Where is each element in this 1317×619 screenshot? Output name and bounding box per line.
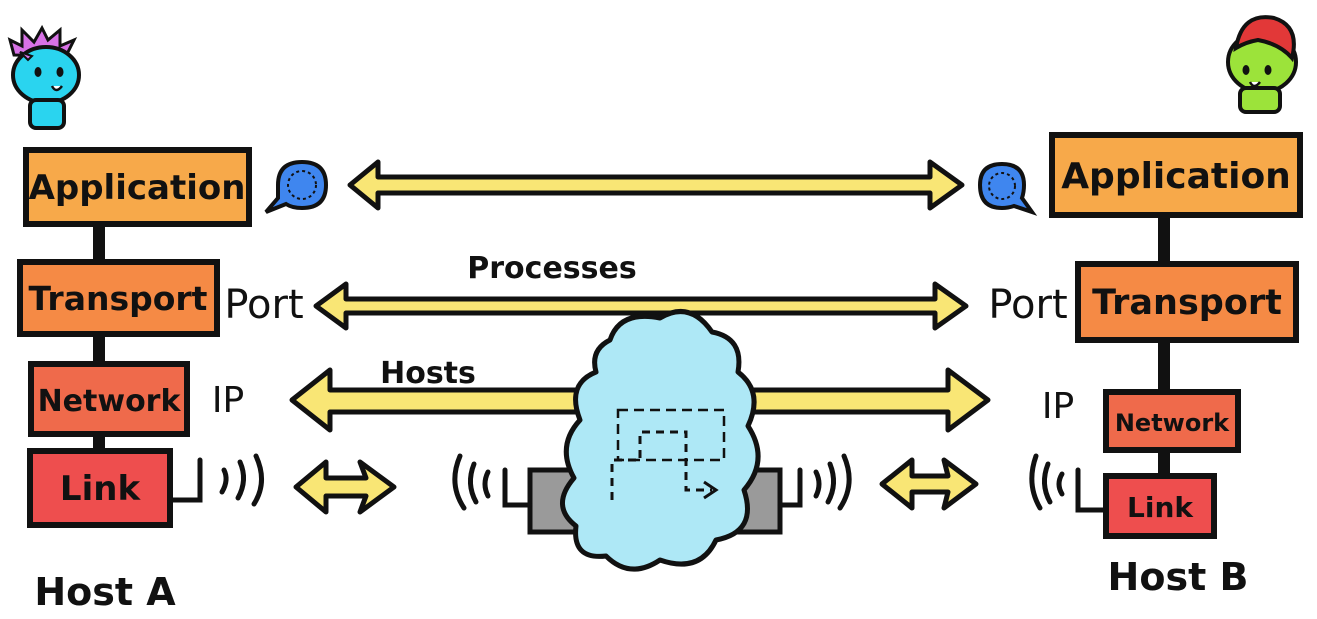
host-a-link-label: Link [60, 469, 142, 509]
host-b-network-label: Network [1115, 409, 1230, 437]
host-a-ip-label: IP [212, 380, 244, 421]
host-b-antenna-icon [1029, 453, 1109, 513]
host-b-transport-layer: Transport [1075, 261, 1299, 343]
host-a-avatar [7, 24, 81, 130]
host-b-name: Host B [1108, 555, 1249, 599]
host-a-link-layer: Link [27, 448, 173, 528]
host-a-transport-layer: Transport [17, 259, 220, 337]
host-b-chat-bubble-icon [977, 161, 1038, 216]
host-b-link-arrow [879, 457, 979, 511]
host-a-port-label: Port [224, 282, 303, 328]
host-a-transport-label: Transport [29, 279, 208, 318]
host-a-application-layer: Application [23, 147, 252, 227]
internet-cloud-icon [560, 309, 761, 572]
processes-label: Processes [467, 251, 636, 286]
host-a-chat-bubble-icon [264, 159, 329, 214]
host-a-application-label: Application [29, 168, 246, 208]
host-b-ip-label: IP [1042, 386, 1074, 427]
host-a-link-arrow [293, 459, 397, 515]
host-b-application-layer: Application [1049, 132, 1303, 218]
host-b-network-layer: Network [1103, 389, 1241, 453]
host-b-transport-label: Transport [1092, 283, 1282, 323]
hosts-label: Hosts [380, 356, 476, 391]
host-b-application-label: Application [1061, 156, 1291, 197]
host-b-link-layer: Link [1103, 473, 1217, 539]
host-a-name: Host A [34, 570, 176, 614]
application-arrow [347, 159, 965, 211]
host-b-link-label: Link [1127, 491, 1194, 524]
host-b-avatar [1226, 15, 1298, 114]
host-a-network-layer: Network [28, 361, 190, 437]
host-a-antenna-icon [167, 453, 264, 507]
processes-arrow [313, 281, 969, 331]
host-a-network-label: Network [38, 384, 182, 419]
host-b-port-label: Port [988, 282, 1067, 328]
host-a-stack: Application Transport Network Link [17, 147, 264, 528]
host-b-stack: Application Transport Network Link [1029, 132, 1303, 539]
